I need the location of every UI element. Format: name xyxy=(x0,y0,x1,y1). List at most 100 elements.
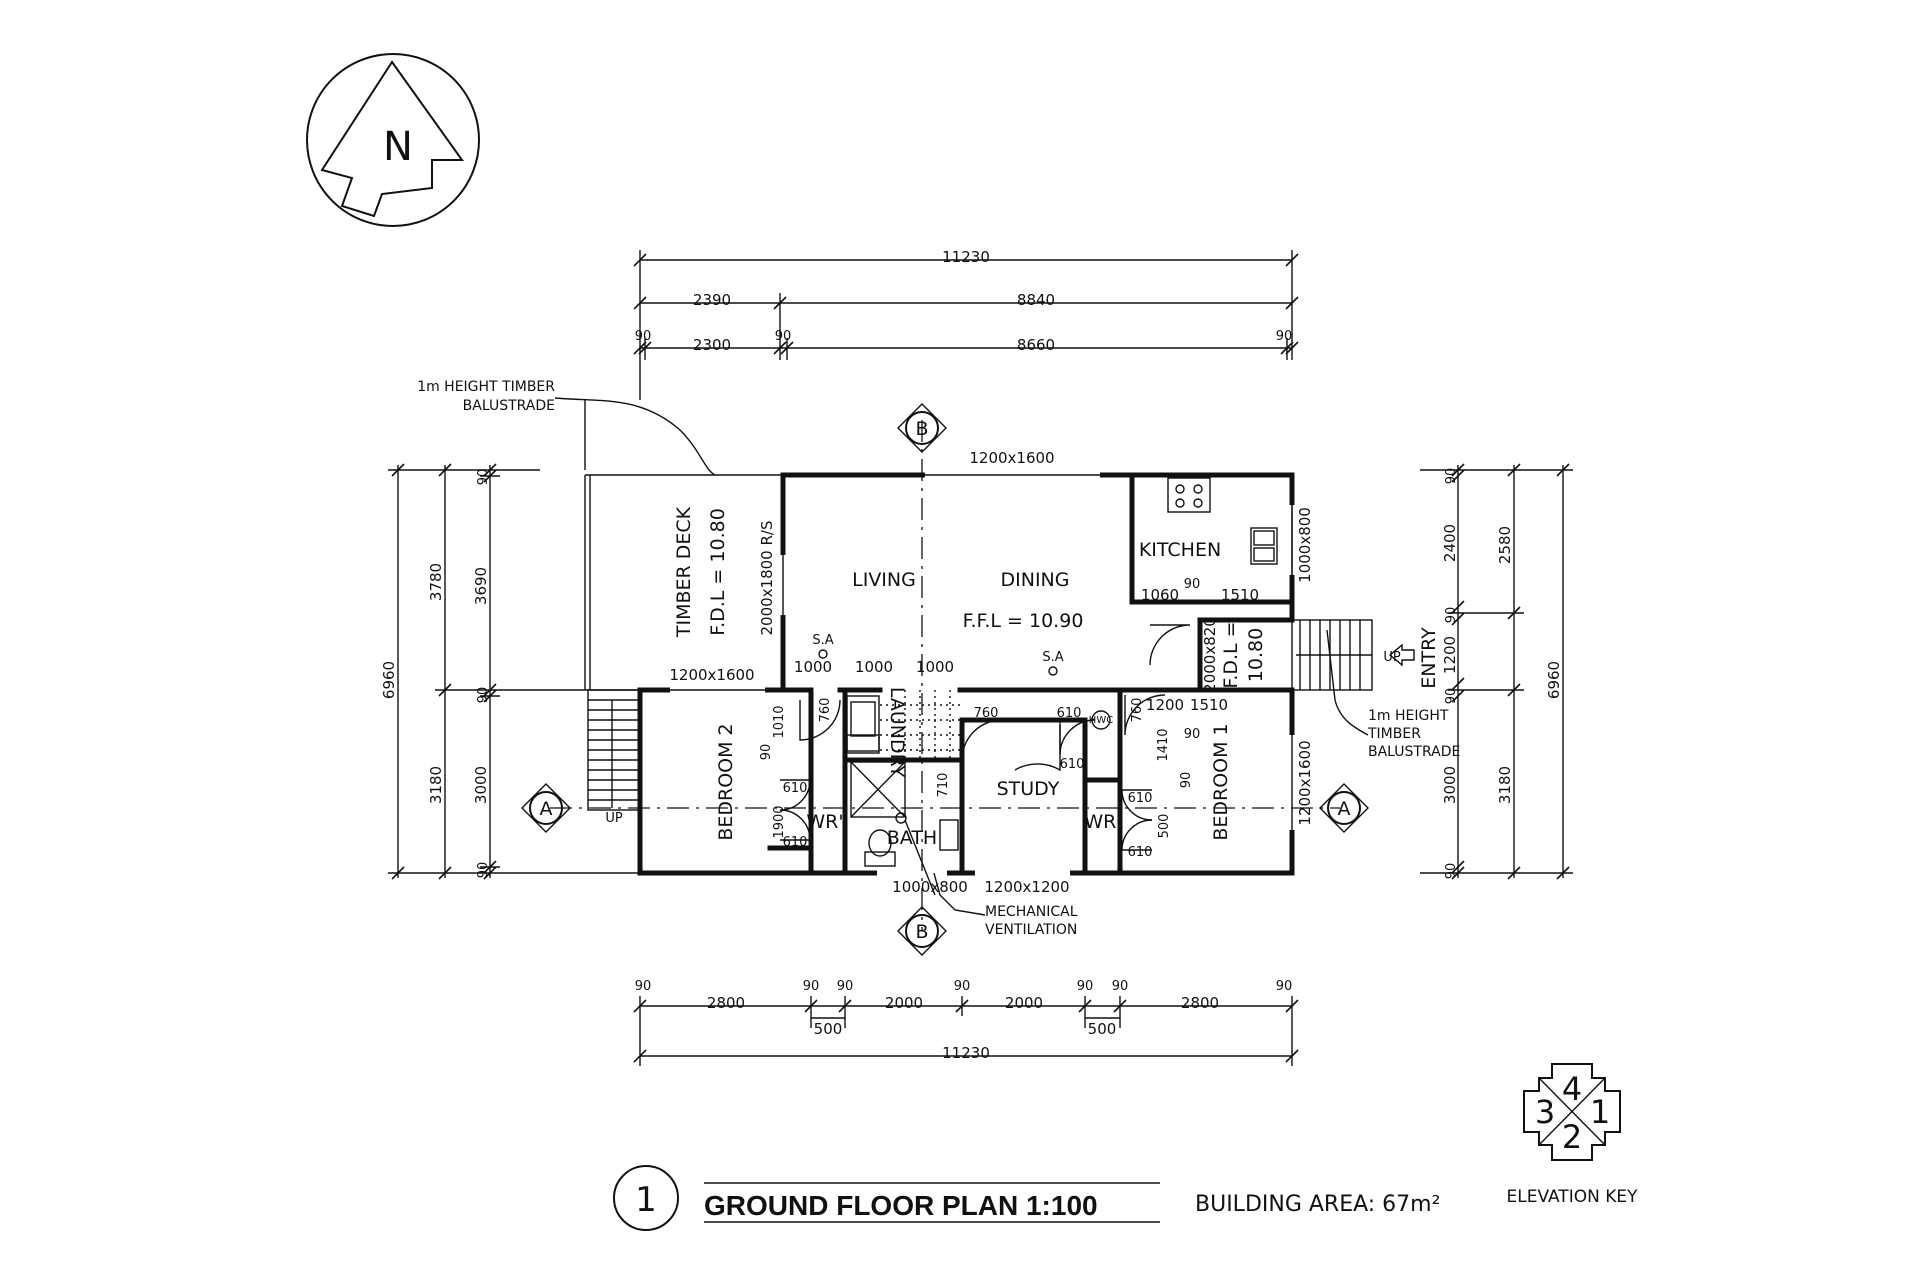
dim-right-2580: 2580 xyxy=(1496,526,1514,564)
section-marker-a-left: A xyxy=(521,783,571,833)
drawing-number: 1 xyxy=(635,1180,657,1220)
dim-1000-c: 1000 xyxy=(916,658,954,676)
note-up-right: UP xyxy=(1383,650,1401,665)
dim-top-90-c: 90 xyxy=(1276,329,1293,344)
dim-1000-b: 1000 xyxy=(855,658,893,676)
room-labels: LIVING DINING F.F.L = 10.90 KITCHEN TIMB… xyxy=(673,506,1440,849)
marker-b-bottom-label: B xyxy=(915,921,928,943)
dim-760-b: 760 xyxy=(974,706,999,721)
dim-1410: 1410 xyxy=(1156,728,1171,761)
dim-right-3180: 3180 xyxy=(1496,766,1514,804)
elevation-4: 4 xyxy=(1562,1070,1582,1108)
dim-1510-a: 1510 xyxy=(1221,586,1259,604)
drawing-number-circle xyxy=(613,1165,679,1231)
window-kitchen: 1000x800 xyxy=(1296,507,1314,583)
dim-right-1200: 1200 xyxy=(1441,636,1459,674)
room-bedroom-2: BEDROOM 2 xyxy=(715,723,737,840)
dim-760-c: 760 xyxy=(1130,698,1145,723)
section-lines xyxy=(550,420,1340,930)
cooktop-icon xyxy=(1167,477,1211,513)
room-laundry: LAUNDRY xyxy=(886,687,908,778)
dim-left-3180: 3180 xyxy=(427,766,445,804)
smoke-alarm-icon-2 xyxy=(1048,666,1058,676)
north-arrow: N xyxy=(306,53,480,227)
elevation-key-label: ELEVATION KEY xyxy=(1507,1187,1639,1207)
note-balustrade-right-2: TIMBER xyxy=(1367,726,1421,742)
dim-610-b: 610 xyxy=(783,835,808,850)
dim-610-c: 610 xyxy=(1057,706,1082,721)
dim-left-6960: 6960 xyxy=(380,661,398,699)
laundry-tub-icon xyxy=(846,695,880,752)
dim-bottom-2000-b: 2000 xyxy=(1005,994,1043,1012)
dim-610-f: 610 xyxy=(1128,845,1153,860)
dim-left-90-c: 90 xyxy=(476,862,491,879)
note-hwc: HWC xyxy=(1089,715,1113,726)
door-entry: 2000x820 xyxy=(1201,617,1219,693)
dim-1060: 1060 xyxy=(1141,586,1179,604)
dim-left-3690: 3690 xyxy=(472,567,490,605)
window-bed1: 1200x1600 xyxy=(1296,740,1314,825)
note-balustrade-right-1: 1m HEIGHT xyxy=(1368,708,1449,724)
dim-left-3000: 3000 xyxy=(472,766,490,804)
dim-right-6960: 6960 xyxy=(1545,661,1563,699)
dim-bottom-2000-a: 2000 xyxy=(885,994,923,1012)
deck-stairs xyxy=(587,689,641,811)
dim-bottom-500-a: 500 xyxy=(814,1020,843,1038)
dim-610-d: 610 xyxy=(1060,757,1085,772)
marker-a-right-label: A xyxy=(1338,798,1351,820)
note-balustrade-left-2: BALUSTRADE xyxy=(463,398,555,414)
window-bath: 1000x800 xyxy=(892,878,968,896)
note-up-left: UP xyxy=(605,811,623,826)
dim-right-90-d: 90 xyxy=(1444,863,1459,880)
dim-right-90-c: 90 xyxy=(1444,688,1459,705)
dim-top-2390: 2390 xyxy=(693,291,731,309)
dim-90-wr: 90 xyxy=(759,744,774,761)
section-marker-b-top: B xyxy=(897,403,947,453)
smoke-alarm-icon xyxy=(818,649,828,659)
dim-left-90-a: 90 xyxy=(476,469,491,486)
window-study: 1200x1200 xyxy=(984,878,1069,896)
dim-1510-b: 1510 xyxy=(1190,696,1228,714)
elevation-2: 2 xyxy=(1562,1118,1582,1156)
elevation-3: 3 xyxy=(1535,1093,1555,1131)
section-marker-a-right: A xyxy=(1319,783,1369,833)
note-mech-vent-2: VENTILATION xyxy=(985,922,1077,938)
room-wr-right: WR' xyxy=(1084,811,1121,833)
dim-1000-a: 1000 xyxy=(794,658,832,676)
room-study: STUDY xyxy=(997,778,1060,800)
dim-90-bed1: 90 xyxy=(1184,727,1201,742)
building-area: BUILDING AREA: 67m² xyxy=(1195,1192,1440,1217)
dim-bottom-overall: 11230 xyxy=(942,1044,990,1062)
title-block: 1 GROUND FLOOR PLAN 1:100 BUILDING AREA:… xyxy=(613,1165,1440,1231)
dim-710: 710 xyxy=(936,773,951,798)
floor-level-ffl: F.F.L = 10.90 xyxy=(963,610,1084,632)
marker-b-top-label: B xyxy=(915,418,928,440)
entry-fdl-value: 10.80 xyxy=(1245,628,1267,682)
window-deck: 2000x1800 R/S xyxy=(758,521,776,636)
dim-top-90-a: 90 xyxy=(635,329,652,344)
room-wr-left: WR' xyxy=(806,811,843,833)
section-marker-b-bottom: B xyxy=(897,906,947,956)
dim-90-study: 90 xyxy=(1179,772,1194,789)
drawing-title: GROUND FLOOR PLAN 1:100 xyxy=(704,1190,1098,1221)
dim-left-3780: 3780 xyxy=(427,563,445,601)
dim-top-8660: 8660 xyxy=(1017,336,1055,354)
room-dining: DINING xyxy=(1001,569,1070,591)
dim-bottom-90-e: 90 xyxy=(1077,979,1094,994)
dim-1010: 1010 xyxy=(772,705,787,738)
window-bed2: 1200x1600 xyxy=(669,666,754,684)
dim-bottom-90-a: 90 xyxy=(635,979,652,994)
dim-bottom-90-b: 90 xyxy=(803,979,820,994)
dim-top-overall: 11230 xyxy=(942,248,990,266)
entry-fdl: F.D.L = xyxy=(1220,621,1242,688)
dim-top-2300: 2300 xyxy=(693,336,731,354)
note-sa-1: S.A xyxy=(812,633,833,648)
room-bedroom-1: BEDROOM 1 xyxy=(1210,723,1232,840)
floor-tiles xyxy=(880,690,962,760)
sink-icon xyxy=(1250,527,1278,565)
dim-610-e: 610 xyxy=(1128,791,1153,806)
dim-bottom-90-f: 90 xyxy=(1112,979,1129,994)
dim-right-90-a: 90 xyxy=(1444,468,1459,485)
dim-top-90-b: 90 xyxy=(775,329,792,344)
